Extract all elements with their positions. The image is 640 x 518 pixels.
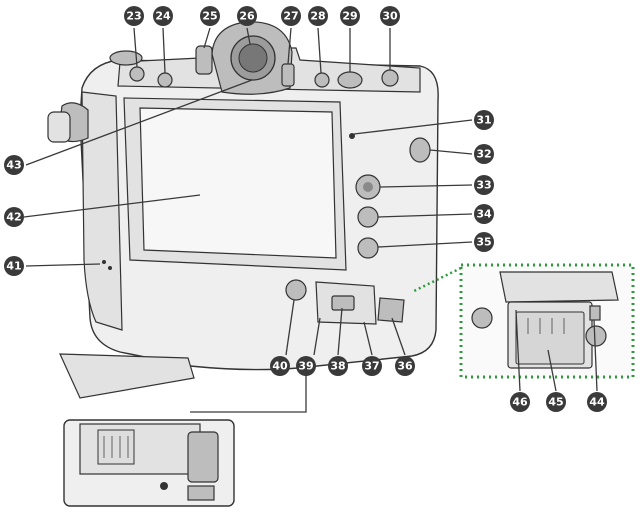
callout-31-label: 31 [476,114,491,127]
callout-41-label: 41 [6,260,21,273]
callout-31: 31 [474,110,494,130]
callout-27-label: 27 [283,10,298,23]
callout-36-label: 36 [397,360,413,373]
callout-26-label: 26 [239,10,255,23]
callout-25: 25 [200,6,220,26]
top-dial[interactable] [109,50,143,66]
button-30[interactable] [381,69,399,87]
lcd-monitor [123,97,347,271]
front-dial-32[interactable] [409,137,431,163]
callout-46: 46 [510,392,530,412]
battery-chamber-inset [471,271,619,369]
callout-45: 45 [546,392,566,412]
callout-44-label: 44 [589,396,605,409]
callout-43-label: 43 [6,159,21,172]
callout-34-label: 34 [476,208,492,221]
cover-latch-38[interactable] [331,295,355,311]
callout-35-label: 35 [476,236,491,249]
callout-24: 24 [153,6,173,26]
callout-27: 27 [281,6,301,26]
callout-28: 28 [308,6,328,26]
callout-40-label: 40 [272,360,288,373]
callout-42: 42 [4,207,24,227]
callout-40: 40 [270,356,290,376]
callout-28-label: 28 [310,10,325,23]
callout-24-label: 24 [155,10,171,23]
callout-43: 43 [4,155,24,175]
button-28[interactable] [314,72,330,88]
callout-23: 23 [124,6,144,26]
callout-39: 39 [296,356,316,376]
callout-44: 44 [587,392,607,412]
callout-30-label: 30 [382,10,398,23]
callout-33-label: 33 [476,179,491,192]
callout-32: 32 [474,144,494,164]
callout-41: 41 [4,256,24,276]
callout-38: 38 [328,356,348,376]
tripod-button-40[interactable] [285,279,307,301]
callout-46-label: 46 [512,396,528,409]
callout-30: 30 [380,6,400,26]
indicator-lamp [349,133,355,139]
callout-23-label: 23 [126,10,141,23]
callout-29-label: 29 [342,10,357,23]
leader-lines [23,27,598,413]
callout-36: 36 [395,356,415,376]
callout-37: 37 [362,356,382,376]
callout-34: 34 [474,204,494,224]
button-23[interactable] [129,66,145,82]
latch-36[interactable] [377,297,405,323]
callout-39-label: 39 [298,360,313,373]
callout-33: 33 [474,175,494,195]
callout-29: 29 [340,6,360,26]
callout-37-label: 37 [364,360,379,373]
callout-35: 35 [474,232,494,252]
eye-sensor [281,63,295,87]
diopter-knob[interactable] [195,45,213,75]
viewfinder-eyecup [211,21,293,95]
button-34[interactable] [357,206,379,228]
callout-32-label: 32 [476,148,491,161]
button-35[interactable] [357,237,379,259]
callout-26: 26 [237,6,257,26]
rear-command-dial[interactable] [337,71,363,89]
button-24[interactable] [157,72,173,88]
callout-45-label: 45 [548,396,563,409]
camera-bottom-view [59,353,235,507]
callout-38-label: 38 [330,360,345,373]
callout-42-label: 42 [6,211,21,224]
callout-25-label: 25 [202,10,217,23]
